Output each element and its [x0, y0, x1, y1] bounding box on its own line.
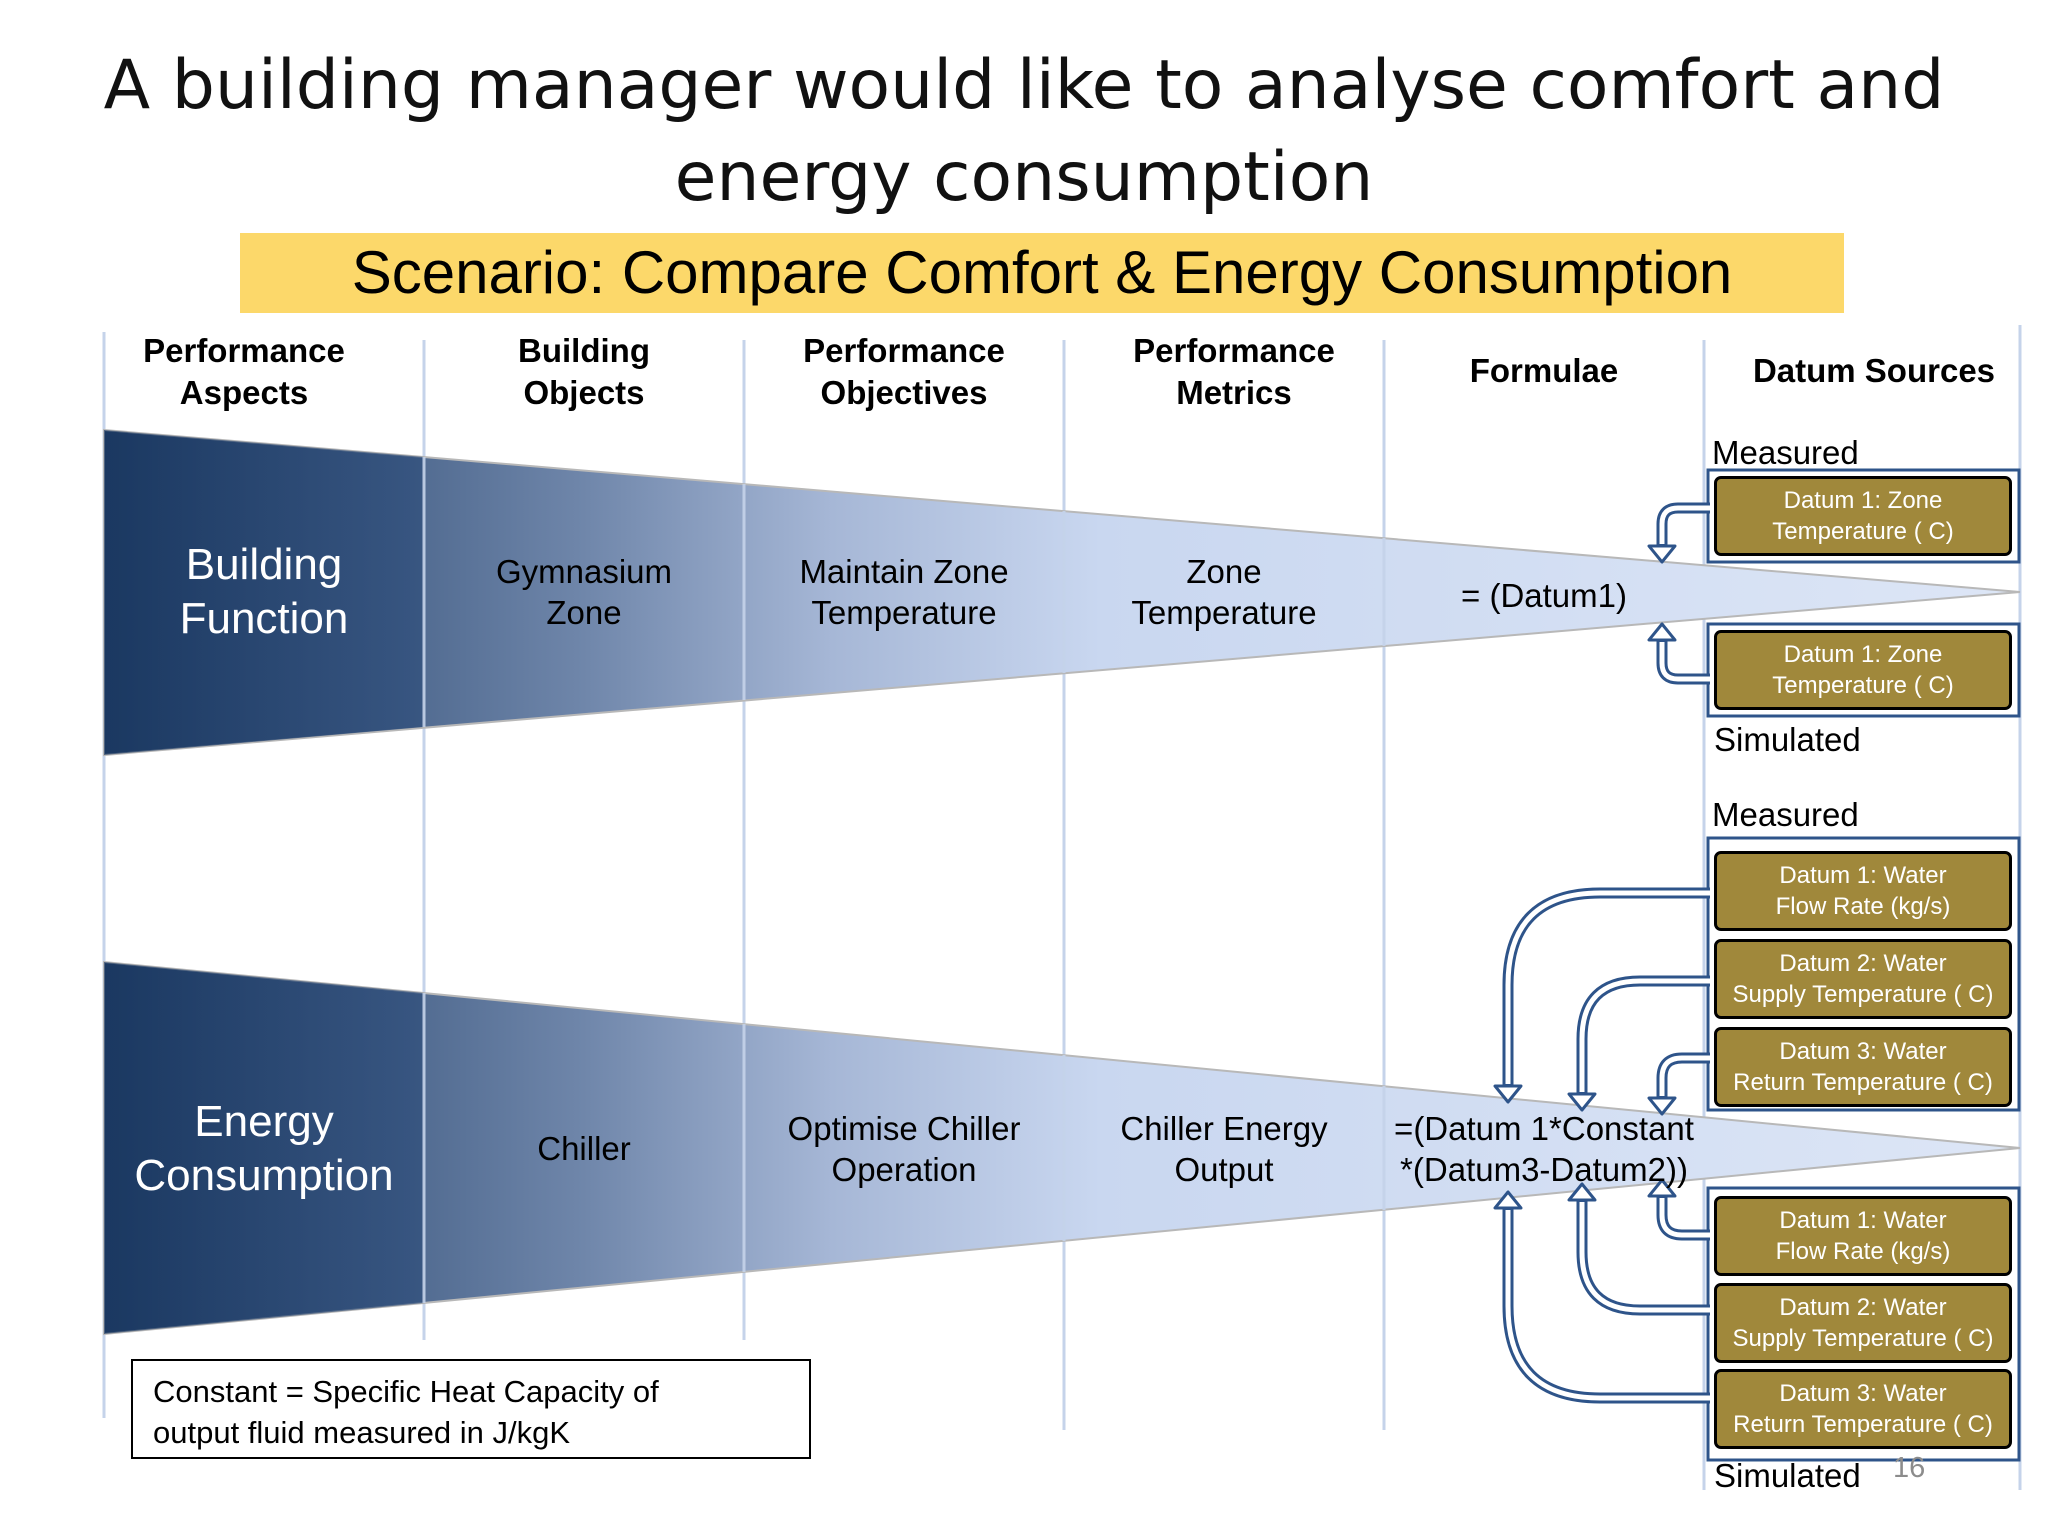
page-number: 16: [1893, 1452, 1926, 1484]
comfort-simulated-label: Simulated: [1714, 721, 1861, 758]
datum-box-energy-simulated-1: Datum 1: Water Flow Rate (kg/s): [1714, 1196, 2012, 1276]
cell-zone-temperature-line1: Zone: [1186, 553, 1262, 590]
col-header-formulae: Formulae: [1469, 352, 1619, 389]
datum-box-energy-simulated-3: Datum 3: Water Return Temperature ( C): [1714, 1369, 2012, 1449]
comfort-measured-group: [1706, 468, 2021, 564]
cell-energy-formula-line2: *(Datum3-Datum2)): [1400, 1151, 1688, 1188]
row-label-building-function-line2: Function: [179, 594, 349, 643]
cell-chiller-energy-output-line2: Output: [1174, 1151, 1274, 1188]
col-header-objects-line1: Building: [518, 332, 650, 369]
comfort-wedge-head: [104, 430, 424, 755]
arrow-heads: [1493, 544, 1677, 1210]
col-header-sources: Datum Sources: [1752, 352, 1996, 389]
col-header-aspects-line1: Performance: [143, 332, 345, 369]
datum-energy-measured-1-line2: Flow Rate (kg/s): [1775, 893, 1951, 920]
cell-zone-temperature: Zone Temperature: [1064, 551, 1384, 633]
datum-energy-simulated-2-line1: Datum 2: Water: [1779, 1294, 1947, 1321]
col-header-objectives: Performance Objectives: [744, 330, 1064, 414]
datum-energy-simulated-3-line2: Return Temperature ( C): [1733, 1411, 1993, 1438]
cell-energy-formula-line1: =(Datum 1*Constant: [1394, 1110, 1694, 1147]
row-label-building-function: Building Function: [104, 538, 424, 646]
arrows-inner: [1505, 505, 1712, 1401]
cell-gymnasium-zone: Gymnasium Zone: [424, 551, 744, 633]
cell-comfort-formula: = (Datum1): [1461, 577, 1627, 614]
col-header-objectives-line2: Objectives: [820, 374, 988, 411]
slide-title: A building manager would like to analyse…: [0, 40, 2048, 224]
col-header-objects: Building Objects: [424, 330, 744, 414]
cell-chiller-energy-output: Chiller Energy Output: [1064, 1108, 1384, 1190]
datum-energy-simulated-1-line1: Datum 1: Water: [1779, 1207, 1947, 1234]
datum-box-energy-simulated-2: Datum 2: Water Supply Temperature ( C): [1714, 1283, 2012, 1363]
title-line-1: A building manager would like to analyse…: [103, 46, 1945, 125]
datum-box-energy-measured-1: Datum 1: Water Flow Rate (kg/s): [1714, 851, 2012, 931]
energy-measured-group: [1706, 836, 2021, 1112]
datum-energy-measured-3-line1: Datum 3: Water: [1779, 1038, 1947, 1065]
energy-wedge-head: [104, 962, 424, 1334]
cell-maintain-zone-temperature: Maintain Zone Temperature: [744, 551, 1064, 633]
datum-comfort-measured-1-line2: Temperature ( C): [1772, 518, 1954, 545]
cell-optimise-chiller-operation: Optimise Chiller Operation: [744, 1108, 1064, 1190]
datum-box-energy-measured-2: Datum 2: Water Supply Temperature ( C): [1714, 939, 2012, 1019]
title-line-2: energy consumption: [674, 138, 1374, 217]
col-header-objects-line2: Objects: [523, 374, 645, 411]
energy-simulated-group: [1706, 1186, 2021, 1462]
col-header-metrics: Performance Metrics: [1064, 330, 1404, 414]
col-header-aspects: Performance Aspects: [104, 330, 384, 414]
datum-energy-measured-2-line2: Supply Temperature ( C): [1732, 981, 1994, 1008]
datum-box-energy-measured-3: Datum 3: Water Return Temperature ( C): [1714, 1027, 2012, 1107]
datum-comfort-simulated-1-line2: Temperature ( C): [1772, 672, 1954, 699]
cell-optimise-chiller-line2: Operation: [831, 1151, 977, 1188]
cell-zone-temperature-line2: Temperature: [1131, 594, 1317, 631]
energy-measured-label: Measured: [1712, 796, 1859, 833]
cell-energy-formula: =(Datum 1*Constant *(Datum3-Datum2)): [1376, 1108, 1712, 1190]
constant-note-line2: output fluid measured in J/kgK: [153, 1415, 571, 1450]
datum-energy-measured-1-line1: Datum 1: Water: [1779, 862, 1947, 889]
row-label-energy-consumption-line2: Consumption: [134, 1151, 394, 1200]
datum-box-comfort-measured-1: Datum 1: Zone Temperature ( C): [1714, 476, 2012, 556]
energy-simulated-label: Simulated: [1714, 1457, 1861, 1494]
row-label-energy-consumption: Energy Consumption: [104, 1095, 424, 1203]
datum-comfort-measured-1-line1: Datum 1: Zone: [1783, 487, 1943, 514]
datum-energy-measured-2-line1: Datum 2: Water: [1779, 950, 1947, 977]
datum-energy-simulated-2-line2: Supply Temperature ( C): [1732, 1325, 1994, 1352]
datum-energy-measured-3-line2: Return Temperature ( C): [1733, 1069, 1993, 1096]
cell-chiller: Chiller: [537, 1130, 631, 1167]
col-header-aspects-line2: Aspects: [179, 374, 309, 411]
col-header-objectives-line1: Performance: [803, 332, 1005, 369]
arrows-outline: [1502, 502, 1710, 1404]
cell-gymnasium-zone-line2: Zone: [546, 594, 622, 631]
cell-maintain-zone-temperature-line1: Maintain Zone: [799, 553, 1009, 590]
col-header-metrics-line2: Metrics: [1176, 374, 1292, 411]
comfort-simulated-group: [1706, 622, 2021, 718]
datum-box-comfort-simulated-1: Datum 1: Zone Temperature ( C): [1714, 630, 2012, 710]
constant-note-line1: Constant = Specific Heat Capacity of: [153, 1374, 659, 1409]
row-label-energy-consumption-line1: Energy: [194, 1097, 334, 1146]
datum-comfort-simulated-1-line1: Datum 1: Zone: [1783, 641, 1943, 668]
cell-optimise-chiller-line1: Optimise Chiller: [787, 1110, 1021, 1147]
cell-chiller-energy-output-line1: Chiller Energy: [1120, 1110, 1328, 1147]
scenario-banner: Scenario: Compare Comfort & Energy Consu…: [240, 233, 1844, 313]
row-label-building-function-line1: Building: [185, 540, 343, 589]
datum-energy-simulated-3-line1: Datum 3: Water: [1779, 1380, 1947, 1407]
datum-energy-simulated-1-line2: Flow Rate (kg/s): [1775, 1238, 1951, 1265]
constant-note: Constant = Specific Heat Capacity of out…: [131, 1359, 811, 1459]
scenario-text: Scenario: Compare Comfort & Energy Consu…: [351, 239, 1733, 306]
comfort-measured-label: Measured: [1712, 434, 1859, 471]
col-header-metrics-line1: Performance: [1133, 332, 1335, 369]
cell-maintain-zone-temperature-line2: Temperature: [811, 594, 997, 631]
cell-gymnasium-zone-line1: Gymnasium: [495, 553, 673, 590]
